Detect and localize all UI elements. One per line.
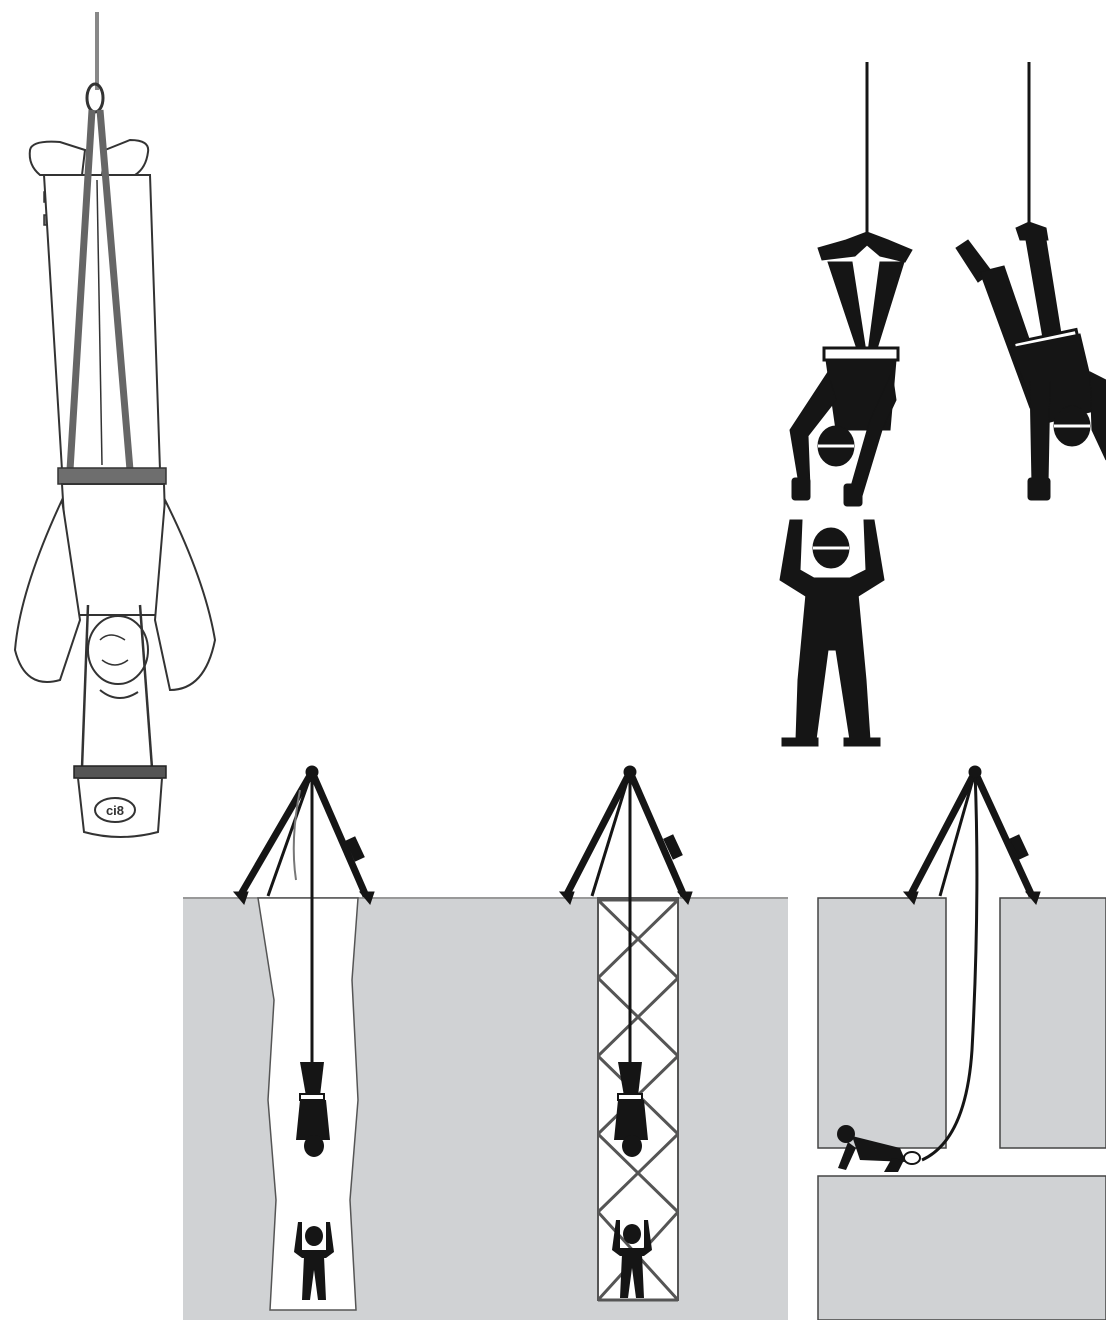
- ground-block-bottom: [817, 1175, 1106, 1320]
- hands: [99, 689, 139, 699]
- head: [87, 615, 149, 685]
- standing-helper-cage: [612, 1220, 652, 1298]
- arm-right: [153, 496, 217, 692]
- inverted-worker: [296, 1062, 330, 1157]
- bag-rope-right: [138, 604, 154, 769]
- tripod-icon: [902, 765, 1041, 1162]
- brand-logo-text: ci8: [106, 803, 124, 818]
- bag-rope-left: [80, 604, 90, 769]
- arm-left: [13, 496, 82, 683]
- jacket: [60, 483, 170, 616]
- caged-ladder-tripod-rescue: [558, 765, 693, 1302]
- trouser-seam: [96, 179, 103, 466]
- face-lines: [99, 634, 129, 666]
- standing-helper-shaft: [294, 1222, 334, 1300]
- waist-belt: [57, 467, 167, 485]
- bag-rim: [73, 765, 167, 779]
- inverted-rescue-pair: [779, 62, 1106, 747]
- ground-block-left: [817, 897, 947, 1149]
- inverted-worker: [614, 1062, 648, 1157]
- tunnel-tripod-rescue: [817, 765, 1106, 1320]
- harness-suspension-figure: ci8: [13, 12, 217, 838]
- inverted-worker-right: [955, 221, 1106, 501]
- boot-right: [100, 138, 150, 176]
- brand-logo: ci8: [94, 797, 136, 823]
- crawling-worker: [837, 1125, 921, 1172]
- tripod-icon: [558, 765, 693, 1100]
- ground-block-right: [999, 897, 1106, 1149]
- shaft-tripod-rescue: [183, 765, 788, 1320]
- legs: [827, 261, 905, 353]
- standing-helper: [779, 519, 885, 747]
- inverted-worker-left: [789, 231, 913, 507]
- boot-left: [28, 140, 87, 176]
